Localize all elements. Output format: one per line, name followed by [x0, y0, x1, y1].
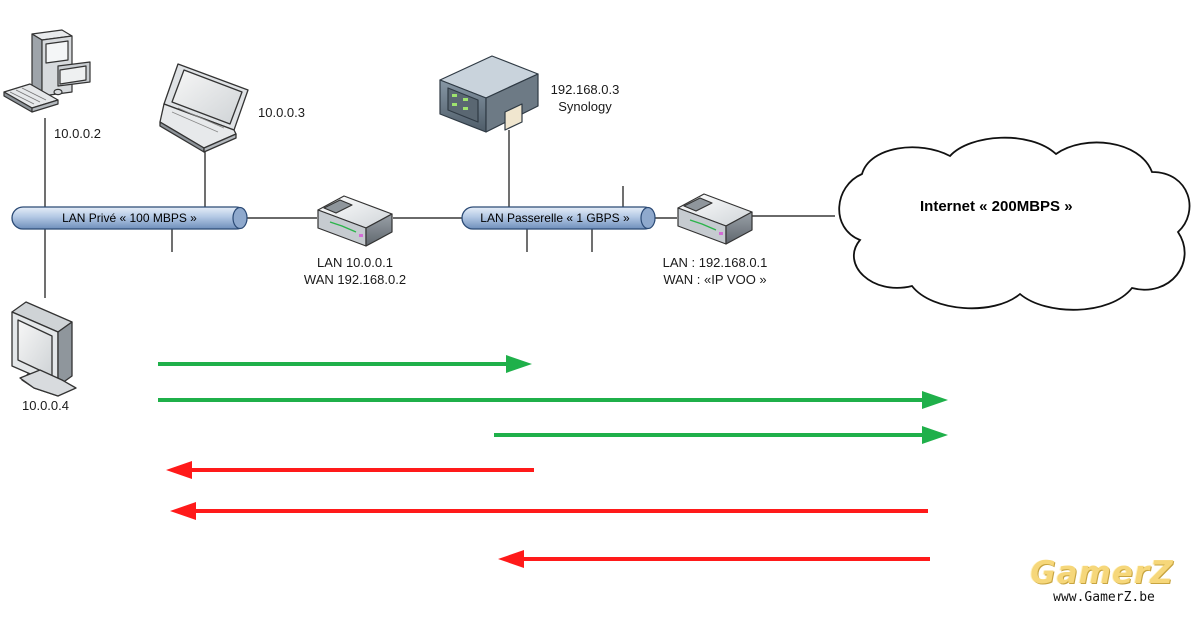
synology-server-icon: [439, 55, 539, 133]
monitor-icon: [11, 301, 77, 397]
router-1-wan-label: WAN 192.168.0.2: [303, 272, 407, 287]
private-lan-bus: [11, 206, 248, 230]
nas-name-label: Synology: [558, 99, 612, 114]
router-2-lan-label: LAN : 192.168.0.1: [662, 255, 768, 270]
router-2-wan-label: WAN : «IP VOO »: [663, 272, 767, 287]
laptop-ip-label: 10.0.0.3: [258, 105, 305, 120]
download-arrow-internet-to-lan: [170, 502, 928, 520]
download-arrow-internet-to-nas: [498, 550, 930, 568]
upload-arrow-lan-to-nas: [158, 355, 532, 373]
nas-ip-label: 192.168.0.3: [550, 82, 620, 97]
private-lan-label: LAN Privé « 100 MBPS »: [62, 211, 197, 225]
traffic-arrows: [158, 355, 948, 568]
gateway-lan-bus: [461, 206, 656, 230]
gamerz-watermark-logo: GamerZ: [1030, 555, 1174, 591]
internet-cloud-icon: [838, 136, 1191, 311]
desktop-ip-label: 10.0.0.2: [54, 126, 101, 141]
monitor-ip-label: 10.0.0.4: [22, 398, 69, 413]
router-1-lan-label: LAN 10.0.0.1: [317, 255, 393, 270]
router-2-icon: [677, 193, 753, 245]
connection-lines: [44, 118, 835, 298]
download-arrow-nas-to-lan: [166, 461, 534, 479]
internet-label: Internet « 200MBPS »: [920, 198, 1073, 215]
upload-arrow-lan-to-internet: [158, 391, 948, 409]
gateway-lan-label: LAN Passerelle « 1 GBPS »: [480, 211, 630, 225]
upload-arrow-nas-to-internet: [494, 426, 948, 444]
laptop-icon: [159, 63, 249, 153]
router-1-icon: [317, 195, 393, 247]
desktop-computer-icon: [3, 29, 91, 113]
gamerz-watermark-url: www.GamerZ.be: [1053, 590, 1155, 605]
